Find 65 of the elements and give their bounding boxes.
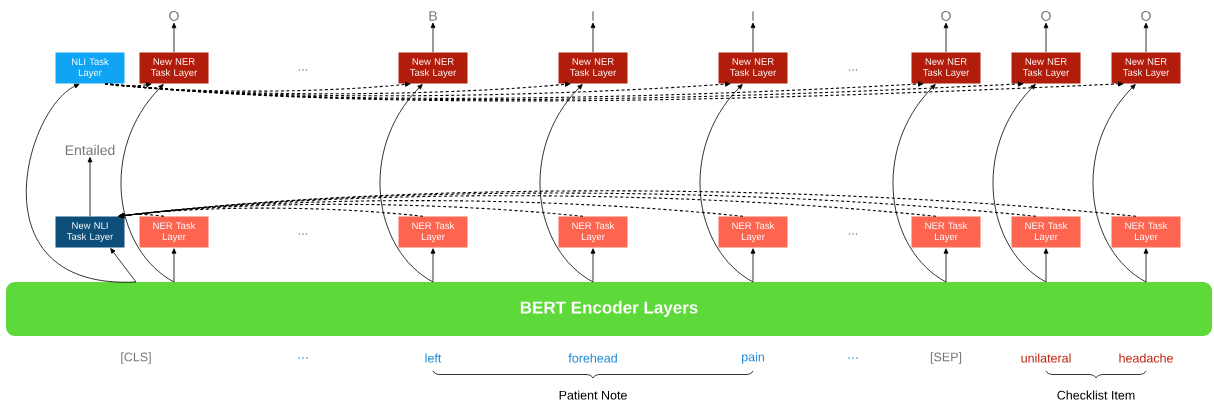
token-label: [CLS] [121, 352, 151, 364]
encoder-bar: BERT Encoder Layers [6, 282, 1212, 336]
output-tag: O [1141, 11, 1151, 21]
task-layer-box: NER Task Layer [558, 216, 628, 248]
ellipsis: ... [298, 233, 308, 235]
arrow [943, 248, 949, 283]
task-layer-box: NER Task Layer [139, 216, 209, 248]
dashed-arrow [118, 190, 1137, 219]
arrow [171, 22, 177, 53]
output-tag: O [1041, 11, 1051, 21]
curved-arrow [992, 84, 1047, 283]
ellipsis: ... [848, 69, 858, 71]
arrow [430, 248, 436, 283]
output-tag: I [592, 11, 594, 21]
task-layer-box: New NER Task Layer [1111, 52, 1181, 84]
arrow [1143, 22, 1149, 53]
brace-label: Patient Note [559, 390, 627, 400]
output-label: Entailed [65, 144, 115, 156]
curved-arrow [120, 84, 175, 283]
arrow [171, 248, 177, 283]
curved-arrow [1092, 84, 1147, 283]
token-label: forehead [568, 353, 617, 363]
task-layer-box: NLI Task Layer [55, 52, 125, 84]
token-label: unilateral [1021, 353, 1071, 363]
arrow [110, 248, 137, 283]
arrow [1043, 22, 1049, 53]
task-layer-box: New NER Task Layer [911, 52, 981, 84]
arrow [87, 157, 93, 217]
task-layer-box: NER Task Layer [911, 216, 981, 248]
curved-arrow [892, 84, 947, 283]
task-layer-box: New NER Task Layer [558, 52, 628, 84]
token-label: [SEP] [930, 352, 962, 364]
task-layer-box: NER Task Layer [1011, 216, 1081, 248]
task-layer-box: NER Task Layer [718, 216, 788, 248]
output-tag: O [169, 11, 179, 21]
curved-arrow [539, 84, 594, 283]
task-layer-box: NER Task Layer [398, 216, 468, 248]
task-layer-box: New NER Task Layer [718, 52, 788, 84]
arrow [590, 248, 596, 283]
arrow [750, 248, 756, 283]
task-layer-box: New NER Task Layer [139, 52, 209, 84]
token-label: left [425, 353, 442, 363]
ellipsis: ... [298, 69, 308, 71]
token-label: headache [1119, 353, 1173, 363]
task-layer-box: New NLI Task Layer [55, 216, 125, 248]
task-layer-box: NER Task Layer [1111, 216, 1181, 248]
output-tag: O [941, 11, 951, 21]
output-tag: I [752, 11, 754, 21]
output-tag: B [429, 11, 437, 21]
brace-label: Checklist Item [1057, 390, 1135, 400]
arrow [1143, 248, 1149, 283]
task-layer-box: New NER Task Layer [1011, 52, 1081, 84]
arrow [750, 22, 756, 53]
curved-arrow [699, 84, 754, 283]
ellipsis: … [298, 357, 308, 359]
curved-arrow [25, 83, 137, 283]
ellipsis: … [848, 357, 858, 359]
curved-arrow [379, 84, 434, 283]
token-label: pain [742, 352, 764, 364]
arrow [430, 22, 436, 53]
task-layer-box: New NER Task Layer [398, 52, 468, 84]
arrow [1043, 248, 1049, 283]
arrow [590, 22, 596, 53]
ellipsis: ... [848, 233, 858, 235]
arrow [943, 22, 949, 53]
